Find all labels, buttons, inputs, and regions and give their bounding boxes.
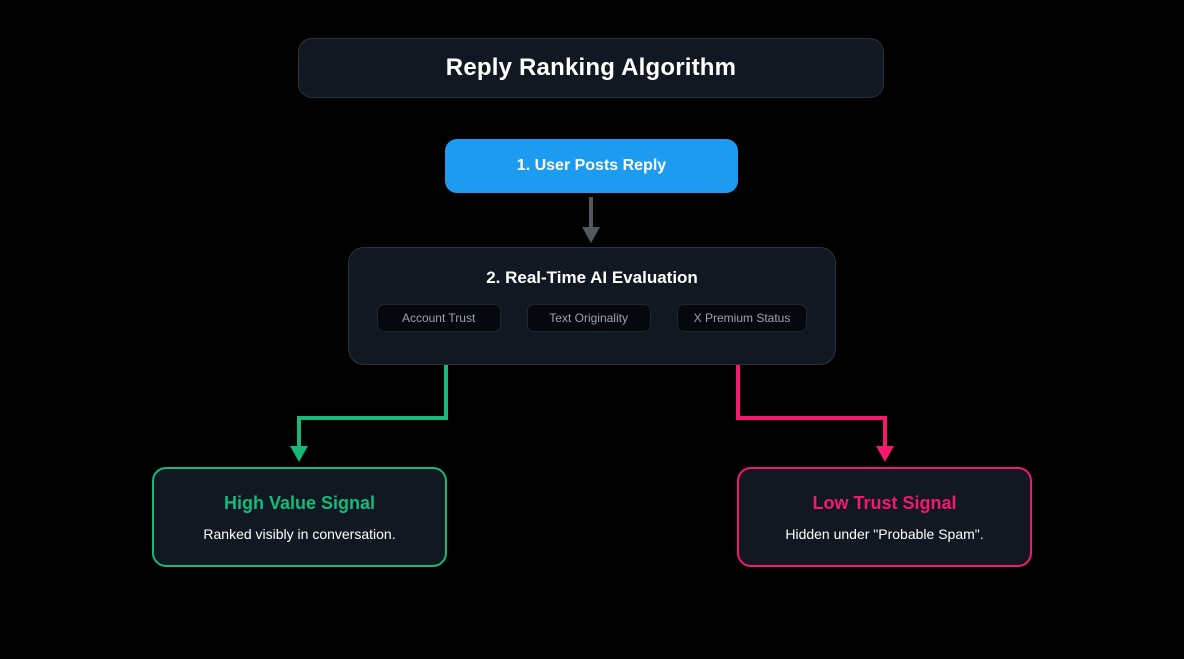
step-real-time-ai-evaluation: 2. Real-Time AI Evaluation Account Trust… (348, 247, 836, 365)
arrow-down-icon (582, 197, 600, 243)
outcome-low-trust-heading: Low Trust Signal (812, 492, 957, 513)
chip-account-trust[interactable]: Account Trust (376, 304, 501, 332)
outcome-card-high-value[interactable]: High Value Signal Ranked visibly in conv… (152, 467, 447, 567)
diagram-title-card: Reply Ranking Algorithm (298, 38, 884, 98)
outcome-low-trust-body: Hidden under "Probable Spam". (785, 525, 984, 542)
outcome-card-low-trust[interactable]: Low Trust Signal Hidden under "Probable … (737, 467, 1032, 567)
connector-high-value (290, 365, 448, 462)
connector-low-trust (736, 365, 894, 462)
chip-text-originality[interactable]: Text Originality (526, 304, 651, 332)
branch-connectors (290, 365, 894, 462)
page-title: Reply Ranking Algorithm (445, 54, 737, 81)
outcome-high-value-heading: High Value Signal (223, 492, 376, 513)
step-user-posts-reply[interactable]: 1. User Posts Reply (445, 139, 738, 193)
step-evaluation-label: 2. Real-Time AI Evaluation (486, 268, 698, 287)
outcome-high-value-body: Ranked visibly in conversation. (203, 525, 396, 542)
step-user-posts-reply-label: 1. User Posts Reply (516, 157, 667, 174)
chip-x-premium-status[interactable]: X Premium Status (676, 304, 808, 332)
evaluation-signal-chip-row: Account Trust Text Originality X Premium… (349, 304, 835, 332)
